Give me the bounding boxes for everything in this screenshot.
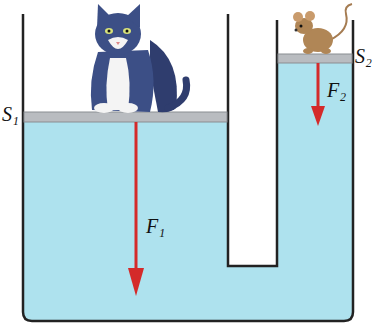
force-arrow-f1 — [135, 122, 138, 272]
small-piston — [278, 54, 352, 63]
force-arrow-f2 — [317, 63, 320, 110]
cat — [91, 4, 187, 113]
mouse — [293, 4, 352, 54]
piston-area-label: S₂ — [355, 46, 372, 66]
container-outer-wall — [23, 14, 353, 321]
force-label: F₁ — [146, 216, 165, 236]
piston-area-label: S₁ — [2, 104, 19, 124]
arrowhead — [311, 106, 325, 126]
large-piston — [24, 112, 227, 122]
container-partition — [228, 14, 277, 266]
liquid — [23, 62, 353, 321]
arrowhead — [128, 268, 144, 296]
force-label: F₂ — [327, 80, 346, 100]
